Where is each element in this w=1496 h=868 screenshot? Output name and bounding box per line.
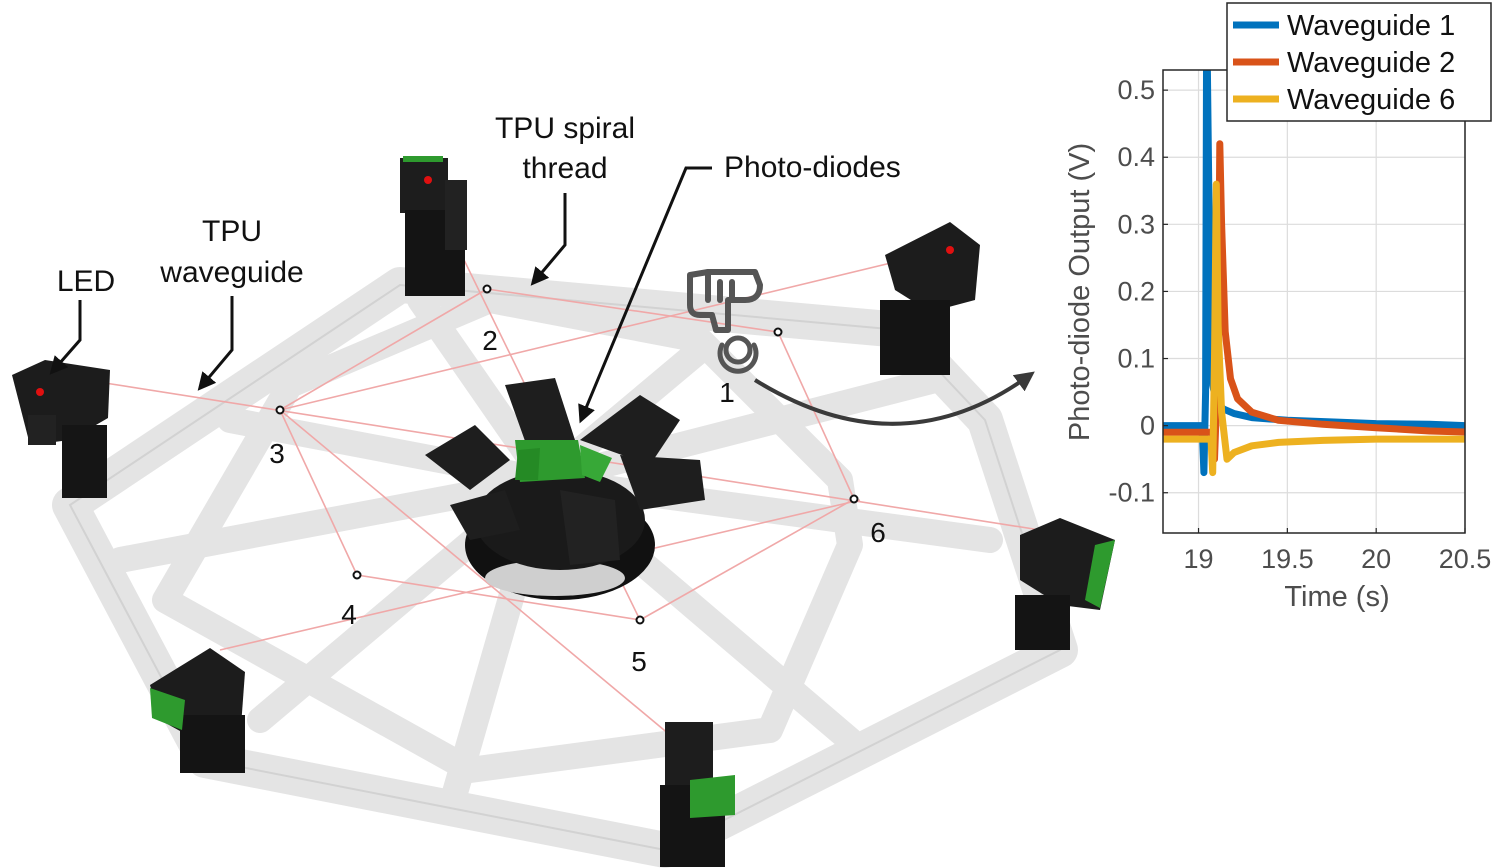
node-label-6: 6 xyxy=(870,517,886,548)
node-label-1: 1 xyxy=(719,377,735,408)
node-label-5: 5 xyxy=(631,646,647,677)
led-dot xyxy=(946,246,954,254)
photo-diode-hub xyxy=(425,378,705,600)
label-tpu-spiral-2: thread xyxy=(522,152,607,185)
led-dot xyxy=(36,388,44,396)
sensor-module-bottom xyxy=(660,722,735,867)
node-label-3: 3 xyxy=(269,438,285,469)
x-tick-label: 19 xyxy=(1184,544,1214,574)
label-led: LED xyxy=(57,265,115,298)
y-tick-label: 0.5 xyxy=(1117,75,1155,105)
diagram-labels: LED TPU waveguide TPU spiral thread Phot… xyxy=(57,112,901,677)
sensor-module-bottom-left xyxy=(150,648,245,773)
x-axis-label: Time (s) xyxy=(1284,581,1389,613)
led-module-left xyxy=(12,360,110,498)
sensor-module-right xyxy=(1015,518,1115,650)
x-ticks: 19 19.5 20 20.5 xyxy=(1184,528,1492,574)
y-tick-label: 0.3 xyxy=(1117,209,1155,239)
to-chart-arrow xyxy=(753,371,1035,426)
led-module-top xyxy=(400,156,467,296)
y-tick-label: 0.2 xyxy=(1117,276,1155,306)
series-line-3 xyxy=(1163,180,1465,477)
legend-entry-3: Waveguide 6 xyxy=(1287,84,1455,116)
legend: Waveguide 1 Waveguide 2 Waveguide 6 xyxy=(1226,2,1492,122)
label-photo-diodes: Photo-diodes xyxy=(724,151,901,184)
led-dot xyxy=(424,176,432,184)
hand-pointer-touch-icon xyxy=(687,269,763,374)
fiber-nodes xyxy=(275,284,859,625)
y-tick-label: 0.4 xyxy=(1117,142,1155,172)
legend-entry-1: Waveguide 1 xyxy=(1287,10,1455,42)
y-tick-label: -0.1 xyxy=(1108,478,1155,508)
y-ticks: -0.1 0 0.1 0.2 0.3 0.4 0.5 xyxy=(1108,75,1168,508)
label-tpu-waveguide-2: waveguide xyxy=(159,256,303,289)
series-lines xyxy=(1163,70,1465,477)
node-label-4: 4 xyxy=(341,599,357,630)
led-module-right xyxy=(880,222,980,375)
y-tick-label: 0 xyxy=(1140,411,1155,441)
x-tick-label: 20.5 xyxy=(1439,544,1492,574)
label-tpu-waveguide-1: TPU xyxy=(202,215,262,248)
y-axis-label: Photo-diode Output (V) xyxy=(1064,143,1096,441)
callout-arrows xyxy=(49,166,712,424)
y-tick-label: 0.1 xyxy=(1117,344,1155,374)
legend-entry-2: Waveguide 2 xyxy=(1287,47,1455,79)
chart: 19 19.5 20 20.5 -0.1 0 0.1 0.2 0.3 0.4 0.5 Time (… xyxy=(1064,2,1492,613)
label-tpu-spiral-1: TPU spiral xyxy=(495,112,635,145)
x-tick-label: 20 xyxy=(1361,544,1391,574)
frame-inner xyxy=(152,287,863,783)
x-tick-label: 19.5 xyxy=(1261,544,1314,574)
node-label-2: 2 xyxy=(482,325,498,356)
